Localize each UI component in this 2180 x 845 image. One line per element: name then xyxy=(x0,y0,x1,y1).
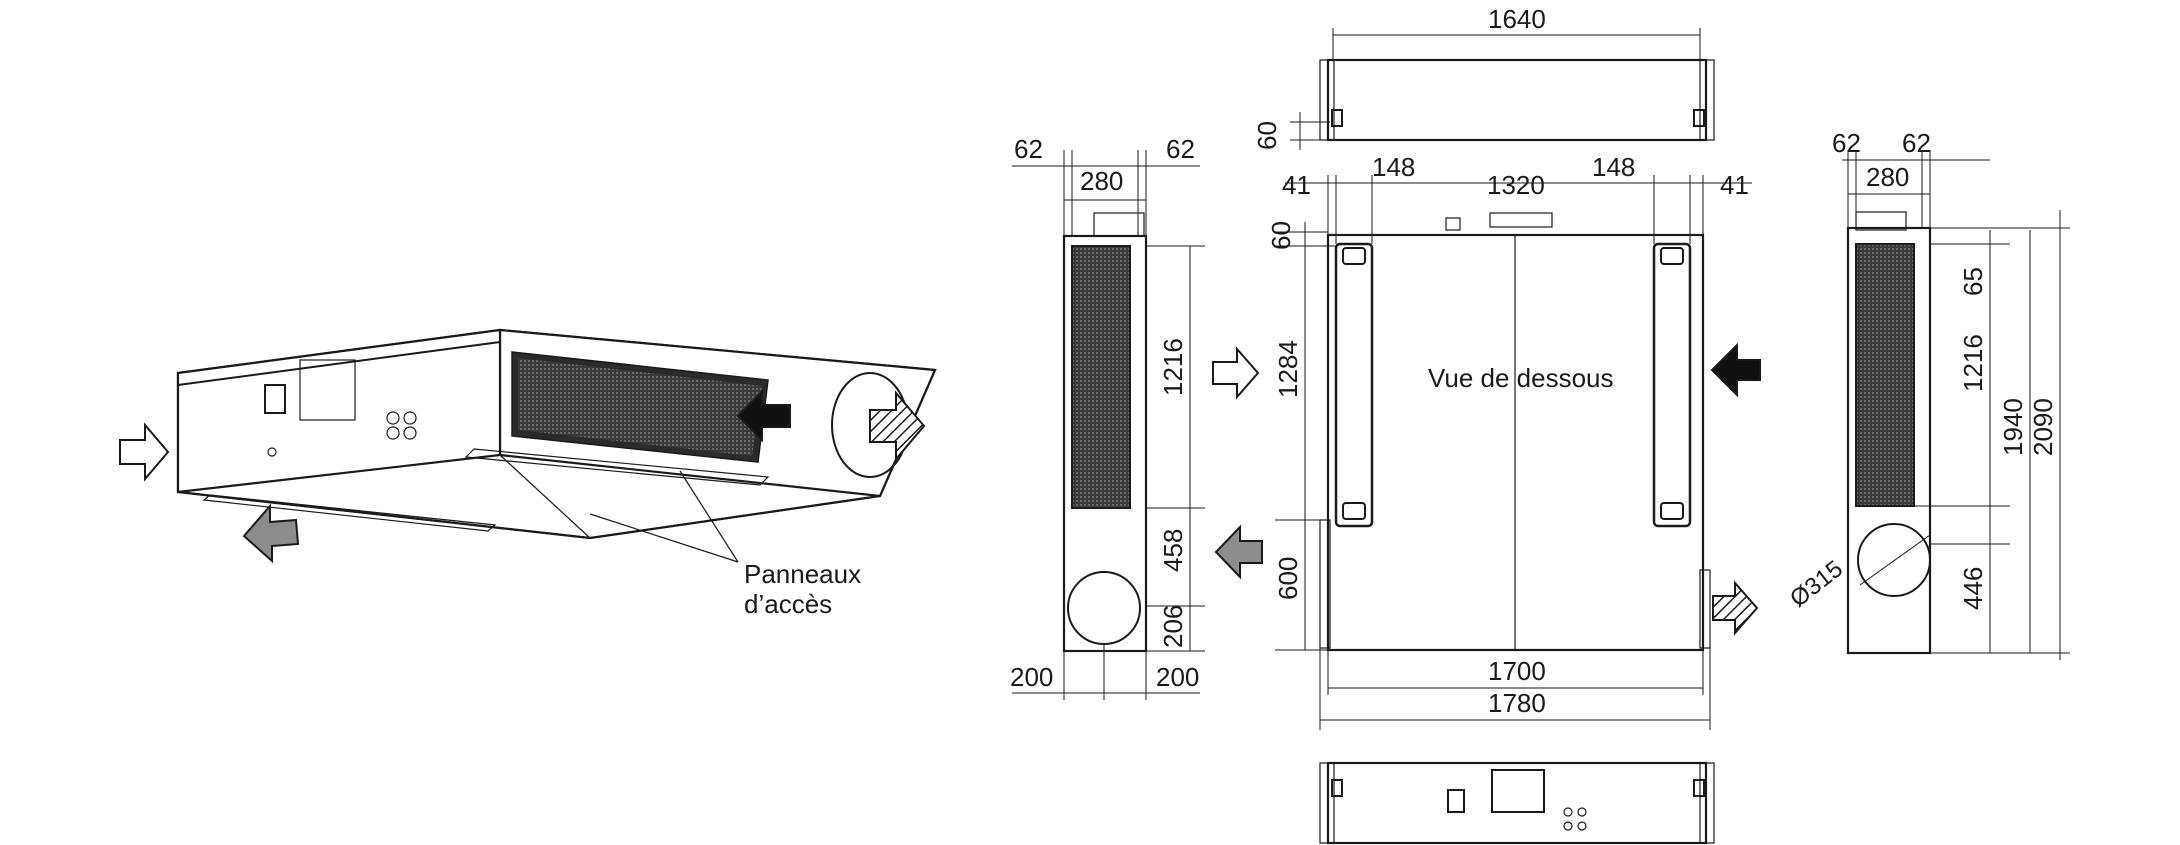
left-side-view: 62 280 62 1216 458 206 200 200 xyxy=(1010,134,1205,700)
bottom-elevation-view xyxy=(1319,761,1715,845)
dim-label-1320: 1320 xyxy=(1487,170,1545,200)
bottom-connector-2 xyxy=(1577,807,1587,817)
center-inlet-arrow-black xyxy=(1710,342,1761,398)
dim-label-62-left-a: 62 xyxy=(1014,134,1043,164)
isometric-view: Panneaux d’accès xyxy=(119,328,937,619)
center-flange-right xyxy=(1699,569,1711,649)
center-flange-left xyxy=(1319,519,1331,649)
dim-label-2090: 2090 xyxy=(2028,398,2058,456)
dim-label-206-left: 206 xyxy=(1158,605,1188,648)
bottom-connector-3 xyxy=(1563,821,1573,831)
dim-label-1284: 1284 xyxy=(1273,340,1303,398)
dim-label-1780: 1780 xyxy=(1488,688,1546,718)
dim-label-600: 600 xyxy=(1273,557,1303,600)
access-panel-front xyxy=(464,448,770,486)
center-intake-arrow-white xyxy=(1212,346,1260,400)
intake-arrow-white xyxy=(119,422,170,482)
diameter-line xyxy=(1859,534,1931,586)
screw xyxy=(267,447,277,457)
dim-label-62-left-b: 62 xyxy=(1166,134,1195,164)
bottom-connector-4 xyxy=(1577,821,1587,831)
dim-label-1640: 1640 xyxy=(1488,4,1546,34)
access-panels-label-1: Panneaux xyxy=(744,559,861,589)
connector-3 xyxy=(386,426,400,440)
top-connector xyxy=(1489,212,1553,228)
access-panel-right xyxy=(1652,242,1692,528)
connector-1 xyxy=(386,411,400,425)
leader-line-2 xyxy=(589,513,739,563)
dim-label-62-right-a: 62 xyxy=(1832,128,1861,158)
right-side-view: Ø315 62 62 280 65 1216 1940 2090 446 xyxy=(1785,128,2070,660)
outlet-arrow-hatched xyxy=(869,390,926,462)
left-grille xyxy=(1071,245,1131,509)
bottom-view: Vue de dessous 41 148 1320 148 41 60 128… xyxy=(1212,152,1761,730)
dim-label-280-right: 280 xyxy=(1866,162,1909,192)
panel-handle-right-bottom xyxy=(1660,502,1684,520)
bottom-unit-flange-right xyxy=(1699,762,1715,844)
panel-handle-left-top xyxy=(1342,247,1366,265)
dim-label-280-left: 280 xyxy=(1080,166,1123,196)
dim-label-1216-right: 1216 xyxy=(1958,334,1988,392)
dim-label-148-b: 148 xyxy=(1592,152,1635,182)
access-panel-rear xyxy=(202,494,497,532)
control-box xyxy=(299,359,356,421)
bottom-unit-tab-left xyxy=(1331,779,1343,797)
center-exhaust-arrow-grey xyxy=(1214,524,1263,580)
dim-label-458-left: 458 xyxy=(1158,529,1188,572)
center-outlet-arrow-hatched xyxy=(1712,580,1759,636)
dim-label-diameter: Ø315 xyxy=(1785,555,1848,612)
bottom-unit-tab-right xyxy=(1693,779,1705,797)
bottom-connector-1 xyxy=(1563,807,1573,817)
front-grille-mesh xyxy=(518,358,762,456)
dim-label-65: 65 xyxy=(1958,267,1988,296)
top-unit-tab-right xyxy=(1693,109,1705,127)
access-panel-left xyxy=(1334,242,1374,528)
bottom-control-box xyxy=(1491,769,1545,813)
unit-bottom-inner-edge xyxy=(499,454,591,539)
bottom-view-label: Vue de dessous xyxy=(1428,363,1614,393)
panel-handle-left-bottom xyxy=(1342,502,1366,520)
right-duct xyxy=(1857,523,1931,597)
top-unit-body xyxy=(1326,58,1708,142)
bottom-unit-flange-left xyxy=(1319,762,1335,844)
access-panels-label-2: d’accès xyxy=(744,589,832,619)
right-grille xyxy=(1855,243,1915,507)
dim-label-41-b: 41 xyxy=(1720,170,1749,200)
left-flange xyxy=(177,341,501,386)
leader-line-1 xyxy=(679,470,739,563)
dim-label-200-left-a: 200 xyxy=(1010,662,1053,692)
dim-label-1700: 1700 xyxy=(1488,656,1546,686)
dim-label-200-left-b: 200 xyxy=(1156,662,1199,692)
dim-label-148-a: 148 xyxy=(1372,152,1415,182)
top-unit-flange-right xyxy=(1699,59,1715,141)
bottom-unit-body xyxy=(1326,761,1708,845)
dim-label-60-center: 60 xyxy=(1266,221,1296,250)
dim-label-62-right-b: 62 xyxy=(1902,128,1931,158)
left-unit-top-box xyxy=(1093,212,1145,237)
switch-box xyxy=(264,384,286,414)
dim-label-446: 446 xyxy=(1958,567,1988,610)
top-unit-tab-left xyxy=(1331,109,1343,127)
bottom-switch xyxy=(1447,789,1465,813)
top-connector-small xyxy=(1445,217,1461,231)
dim-label-1940: 1940 xyxy=(1998,398,2028,456)
connector-2 xyxy=(403,411,417,425)
dim-label-41-a: 41 xyxy=(1282,170,1311,200)
exhaust-arrow-grey xyxy=(242,503,300,564)
inlet-arrow-black xyxy=(736,389,791,443)
top-elevation-view: 1640 60 xyxy=(1252,4,1715,150)
connector-4 xyxy=(403,426,417,440)
dim-label-1216-left: 1216 xyxy=(1158,338,1188,396)
panel-handle-right-top xyxy=(1660,247,1684,265)
dim-label-60-top: 60 xyxy=(1252,121,1282,150)
